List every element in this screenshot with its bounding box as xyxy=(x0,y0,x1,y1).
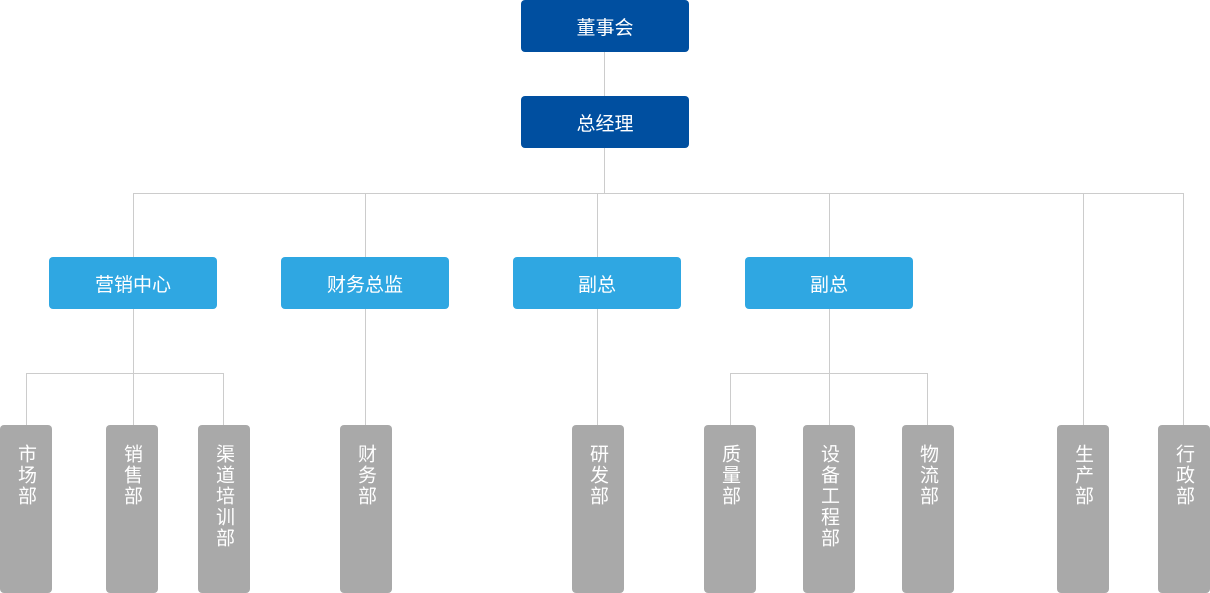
connector-to-marketing xyxy=(133,193,134,257)
dept-logistics: 物流部 xyxy=(902,425,954,593)
dept-market-label: 市场部 xyxy=(15,444,37,507)
dept-rnd: 研发部 xyxy=(572,425,624,593)
node-vp-2-label: 副总 xyxy=(809,273,848,296)
connector-to-quality xyxy=(730,373,731,425)
connector-to-production xyxy=(1083,193,1084,425)
node-cfo-label: 财务总监 xyxy=(326,273,403,296)
dept-production: 生产部 xyxy=(1057,425,1109,593)
connector-to-cfo xyxy=(365,193,366,257)
connector-gm-down xyxy=(604,148,605,193)
node-board-label: 董事会 xyxy=(576,16,634,39)
dept-admin: 行政部 xyxy=(1158,425,1210,593)
node-vp-1-label: 副总 xyxy=(577,273,616,296)
dept-equipment-engineering-label: 设备工程部 xyxy=(818,444,840,549)
dept-market: 市场部 xyxy=(0,425,52,593)
connector-to-channel xyxy=(223,373,224,425)
dept-sales: 销售部 xyxy=(106,425,158,593)
connector-vp2-horizontal xyxy=(730,373,928,374)
dept-finance-label: 财务部 xyxy=(355,444,377,507)
dept-rnd-label: 研发部 xyxy=(587,444,609,507)
connector-to-vp2 xyxy=(829,193,830,257)
connector-to-logistics xyxy=(927,373,928,425)
node-vp-1: 副总 xyxy=(513,257,681,309)
connector-to-vp1 xyxy=(597,193,598,257)
node-vp-2: 副总 xyxy=(745,257,913,309)
node-board: 董事会 xyxy=(521,0,689,52)
connector-marketing-down xyxy=(133,309,134,425)
connector-vp1-down xyxy=(597,309,598,425)
connector-board-gm xyxy=(604,52,605,96)
dept-channel-training: 渠道培训部 xyxy=(198,425,250,593)
dept-quality-label: 质量部 xyxy=(719,444,741,507)
connector-main-horizontal xyxy=(133,193,1184,194)
dept-production-label: 生产部 xyxy=(1072,444,1094,507)
connector-to-market xyxy=(26,373,27,425)
connector-marketing-horizontal xyxy=(26,373,224,374)
node-general-manager: 总经理 xyxy=(521,96,689,148)
dept-equipment-engineering: 设备工程部 xyxy=(803,425,855,593)
dept-quality: 质量部 xyxy=(704,425,756,593)
dept-admin-label: 行政部 xyxy=(1173,444,1195,507)
connector-vp2-down xyxy=(829,309,830,425)
node-marketing-center-label: 营销中心 xyxy=(94,273,171,296)
node-general-manager-label: 总经理 xyxy=(576,112,634,135)
dept-sales-label: 销售部 xyxy=(121,444,143,507)
node-cfo: 财务总监 xyxy=(281,257,449,309)
connector-cfo-down xyxy=(365,309,366,425)
node-marketing-center: 营销中心 xyxy=(49,257,217,309)
dept-channel-training-label: 渠道培训部 xyxy=(213,444,235,549)
connector-to-admin xyxy=(1183,193,1184,425)
dept-finance: 财务部 xyxy=(340,425,392,593)
dept-logistics-label: 物流部 xyxy=(917,444,939,507)
